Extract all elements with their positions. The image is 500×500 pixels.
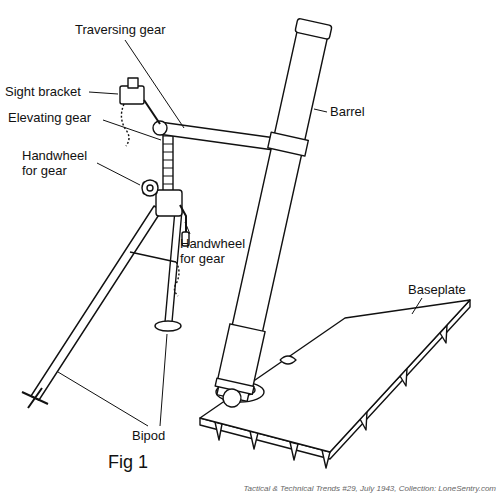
leader-lines [58,40,422,426]
watermark: Tactical & Technical Trends #29, July 19… [200,484,496,494]
bipod-drawing [22,206,182,408]
barrel-drawing [212,18,334,411]
part-label: Bipod [132,428,182,443]
part-label: Handwheel for gear [22,148,96,178]
part-label: Barrel [330,104,390,119]
figure-caption: Fig 1 [108,452,148,473]
sight-bracket-drawing [120,78,160,146]
part-label: Baseplate [408,282,488,297]
part-label: Traversing gear [75,22,195,37]
part-label: Sight bracket [5,84,89,99]
part-label: Elevating gear [8,110,104,125]
part-label: Handwheel for gear [180,236,248,266]
